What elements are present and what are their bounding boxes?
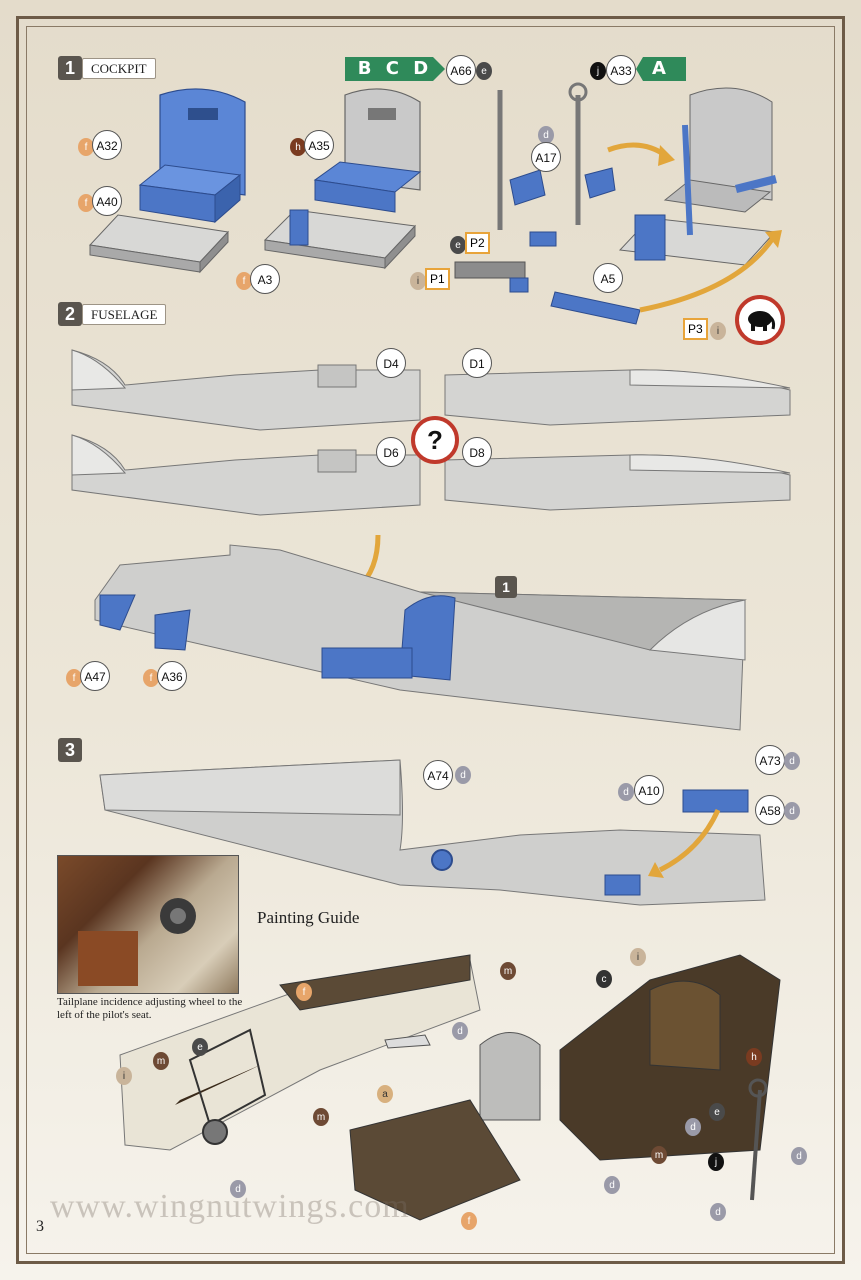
paint-f-drop: f <box>296 983 312 1001</box>
reference-photo <box>57 855 239 994</box>
step-2-badge: 2 <box>58 302 82 326</box>
control-columns-illustration <box>454 82 641 325</box>
page-frame-inner <box>26 26 835 1254</box>
callout-a10: A10 <box>634 775 664 805</box>
callout-a74: A74 <box>423 760 453 790</box>
paint-f-drop: f <box>143 669 159 687</box>
paint-d-drop: d <box>784 752 800 770</box>
callout-p3: P3 <box>683 318 708 340</box>
paint-m-drop: m <box>500 962 516 980</box>
callout-p2: P2 <box>465 232 490 254</box>
paint-f-drop: f <box>78 194 94 212</box>
assembled-seat-illustration <box>618 87 777 266</box>
paint-j-drop: j <box>708 1153 724 1171</box>
paint-d-drop: d <box>618 783 634 801</box>
callout-d6: D6 <box>376 437 406 467</box>
paint-d-drop: d <box>710 1203 726 1221</box>
step-1-badge: 1 <box>58 56 82 80</box>
step-2-title: FUSELAGE <box>82 304 167 325</box>
paint-a-drop: a <box>377 1085 393 1103</box>
paint-h-drop: h <box>746 1048 762 1066</box>
paint-d-drop: d <box>784 802 800 820</box>
callout-d4: D4 <box>376 348 406 378</box>
version-tag-bcde: B C D E <box>345 57 445 81</box>
callout-a58: A58 <box>755 795 785 825</box>
cockpit-seat-illustrations <box>88 82 782 325</box>
website-url: www.wingnutwings.com <box>50 1188 410 1225</box>
paint-d-drop: d <box>455 766 471 784</box>
callout-a73: A73 <box>755 745 785 775</box>
paint-d-drop: d <box>538 126 554 144</box>
paint-d-drop: d <box>230 1180 246 1198</box>
paint-m-drop: m <box>651 1146 667 1164</box>
page-frame <box>16 16 845 1264</box>
elephant-icon <box>735 295 785 345</box>
paint-d-drop: d <box>604 1176 620 1194</box>
step3-fuselage-illustration <box>99 759 766 906</box>
callout-d1: D1 <box>462 348 492 378</box>
painting-guide-title: Painting Guide <box>257 908 360 927</box>
callout-a47: A47 <box>80 661 110 691</box>
paint-f-drop: f <box>78 138 94 156</box>
callout-a33: A33 <box>606 55 636 85</box>
paint-d-drop: d <box>791 1147 807 1165</box>
callout-a35: A35 <box>304 130 334 160</box>
paint-e-drop: e <box>192 1038 208 1056</box>
callout-a5: A5 <box>593 263 623 293</box>
paint-d-drop: d <box>452 1022 468 1040</box>
subassembly-1-badge: 1 <box>495 576 517 598</box>
callout-a40: A40 <box>92 186 122 216</box>
question-icon: ? <box>411 416 459 464</box>
callout-a66: A66 <box>446 55 476 85</box>
paint-m-drop: m <box>153 1052 169 1070</box>
paint-h-drop: h <box>290 138 306 156</box>
callout-a3: A3 <box>250 264 280 294</box>
paint-e-drop: e <box>476 62 492 80</box>
step-1-title: COCKPIT <box>82 58 156 79</box>
paint-m-drop: m <box>313 1108 329 1126</box>
paint-e-drop: e <box>450 236 466 254</box>
paint-i-drop: i <box>630 948 646 966</box>
fuselage-halves-illustration <box>71 349 791 731</box>
page-number: 3 <box>36 1218 44 1235</box>
seat-grey-illustration <box>263 88 422 270</box>
paint-i-drop: i <box>116 1067 132 1085</box>
callout-a17: A17 <box>531 142 561 172</box>
paint-c-drop: c <box>596 970 612 988</box>
callout-a36: A36 <box>157 661 187 691</box>
painting-guide-illustration <box>119 954 781 1221</box>
paint-d-drop: d <box>685 1118 701 1136</box>
step-3-badge: 3 <box>58 738 82 762</box>
paint-i-drop: i <box>410 272 426 290</box>
callout-p1: P1 <box>425 268 450 290</box>
seat-blue-illustration <box>88 88 246 274</box>
version-tag-a: A <box>636 57 686 81</box>
callout-d8: D8 <box>462 437 492 467</box>
paint-f-drop: f <box>66 669 82 687</box>
paint-i-drop: i <box>710 322 726 340</box>
paint-j-drop: j <box>590 62 606 80</box>
paint-f-drop: f <box>461 1212 477 1230</box>
paint-e-drop: e <box>709 1103 725 1121</box>
photo-caption: Tailplane incidence adjusting wheel to t… <box>57 996 243 1021</box>
callout-a32: A32 <box>92 130 122 160</box>
paint-f-drop: f <box>236 272 252 290</box>
